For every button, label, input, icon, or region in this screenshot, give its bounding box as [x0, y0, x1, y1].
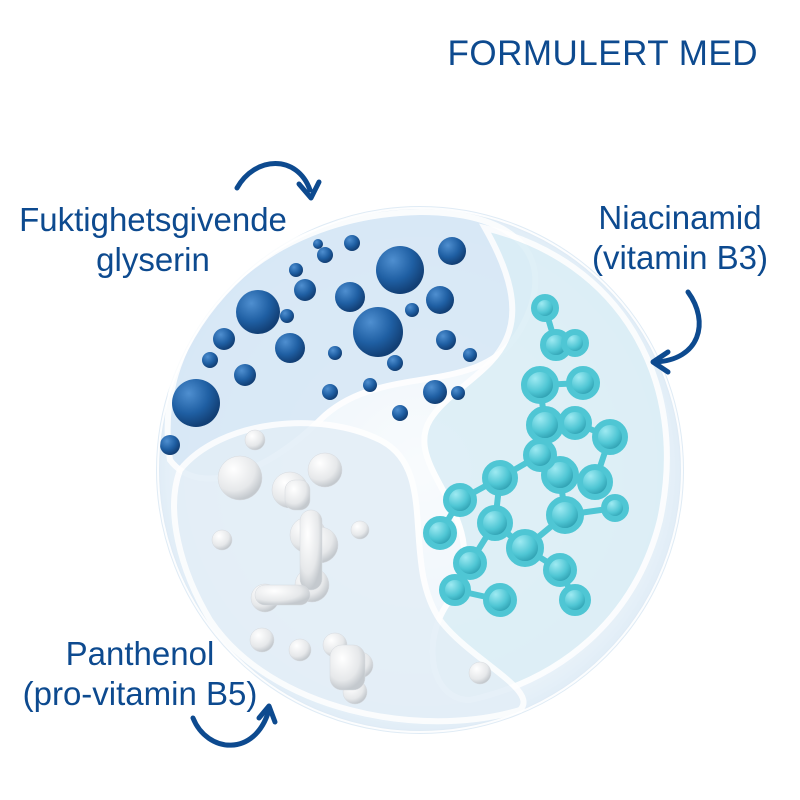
section-title: FORMULERT MED	[447, 34, 758, 73]
ingredient-subname: (pro-vitamin B5)	[22, 675, 258, 712]
ingredient-subname: (vitamin B3)	[591, 239, 769, 276]
curved-arrow-icon	[190, 703, 278, 748]
ingredient-label-niacinamide: Niacinamid (vitamin B3)	[580, 198, 780, 278]
panthenol-molecules	[211, 429, 492, 705]
ingredient-name: Panthenol	[65, 635, 215, 672]
ingredient-label-panthenol: Panthenol (pro-vitamin B5)	[20, 634, 260, 714]
niacinamide-molecules	[423, 294, 629, 617]
ingredient-name: Niacinamid	[598, 199, 762, 236]
ingredient-label-glycerin: Fuktighetsgivende glyserin	[8, 200, 298, 280]
glycerin-molecules	[160, 235, 477, 455]
curved-arrow-icon	[650, 289, 702, 375]
curved-arrow-icon	[234, 161, 322, 201]
ingredient-name: Fuktighetsgivende	[19, 201, 287, 238]
ingredient-subname: glyserin	[96, 241, 210, 278]
